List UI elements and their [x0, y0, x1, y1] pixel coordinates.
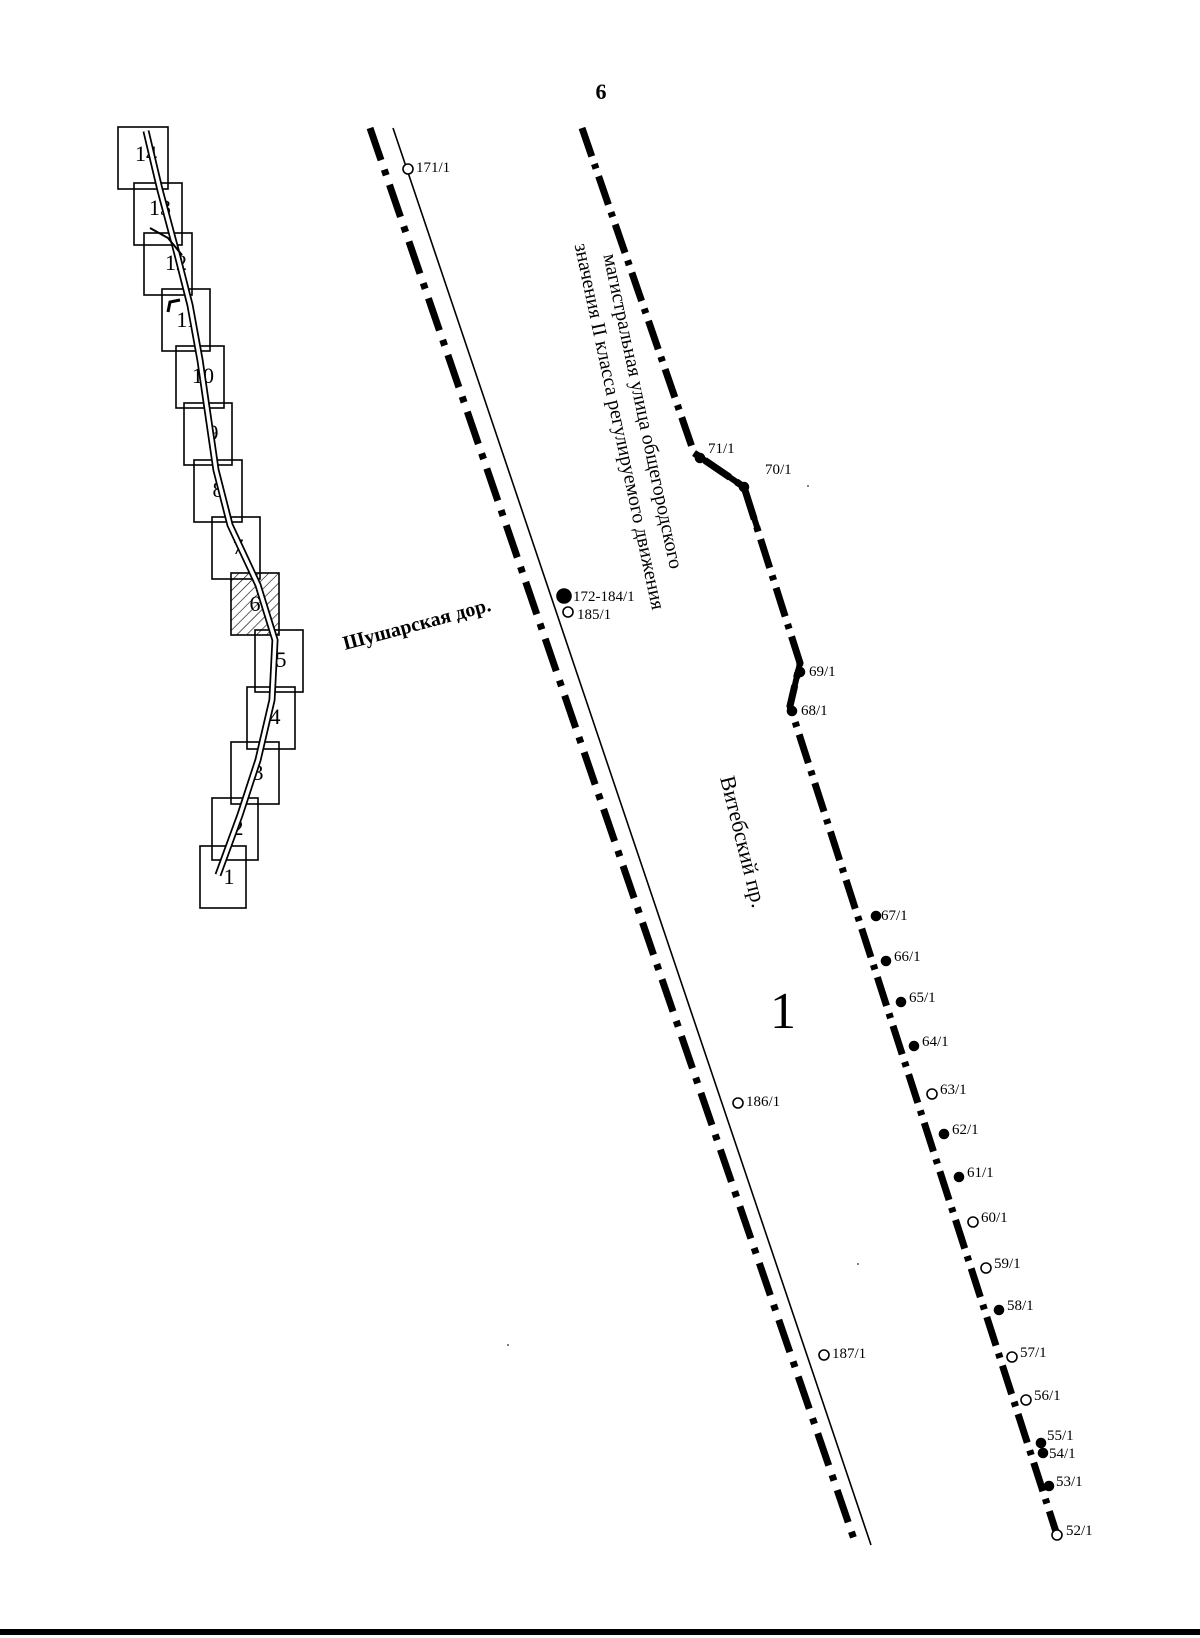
point-marker — [870, 910, 882, 922]
point-marker — [556, 588, 572, 604]
point-label: 65/1 — [909, 990, 936, 1006]
index-route-branch-2 — [166, 298, 181, 313]
scan-speck — [807, 485, 809, 487]
left-road — [366, 126, 872, 1547]
sheet-box-3 — [230, 741, 280, 805]
sheet-box-2 — [211, 797, 259, 861]
point-marker — [562, 606, 574, 618]
scan-speck — [857, 1263, 859, 1265]
sheet-number-4: 4 — [270, 704, 281, 729]
point-label: 70/1 — [765, 462, 792, 478]
vitebsky-boundary-solid-segment-2 — [787, 644, 804, 707]
point-label: 66/1 — [894, 949, 921, 965]
point-marker — [953, 1171, 965, 1183]
point-label: 61/1 — [967, 1165, 994, 1181]
point-marker — [1020, 1394, 1032, 1406]
sheet-number-1: 1 — [224, 864, 235, 889]
point-marker — [1037, 1447, 1049, 1459]
zone-label: 1 — [770, 983, 796, 1040]
scan-speck — [507, 1344, 509, 1346]
index-route-fill — [144, 130, 277, 876]
sheet-number-5: 5 — [276, 647, 287, 672]
vitebsky-prospect-label: Витебский пр. — [715, 773, 772, 910]
sheet-number-3: 3 — [253, 760, 264, 785]
point-label: 52/1 — [1066, 1523, 1093, 1539]
point-marker — [738, 481, 750, 493]
point-label: 69/1 — [809, 664, 836, 680]
point-label: 68/1 — [801, 703, 828, 719]
point-label: 62/1 — [952, 1122, 979, 1138]
point-marker — [1006, 1351, 1018, 1363]
point-marker — [818, 1349, 830, 1361]
point-marker — [1051, 1529, 1063, 1541]
point-marker — [908, 1040, 920, 1052]
index-route-branch — [149, 227, 183, 256]
left-road-thin-line — [392, 127, 872, 1546]
vitebsky-boundary-solid-segment — [692, 450, 761, 531]
point-marker — [1043, 1480, 1055, 1492]
vitebsky-boundary-points: 71/1 70/1 69/1 68/1 67/1 66/1 65/1 64/1 63/1 62/1… — [694, 441, 1093, 1541]
point-label: 55/1 — [1047, 1428, 1074, 1444]
point-label: 58/1 — [1007, 1298, 1034, 1314]
page-number: 6 — [596, 79, 607, 104]
point-marker — [694, 452, 706, 464]
point-label: 64/1 — [922, 1034, 949, 1050]
point-marker — [980, 1262, 992, 1274]
point-label: 172-184/1 — [573, 589, 635, 605]
shusharskaya-road-label: Шушарская дор. — [341, 594, 494, 655]
point-label: 53/1 — [1056, 1474, 1083, 1490]
point-marker — [926, 1088, 938, 1100]
point-marker — [402, 163, 414, 175]
point-marker — [967, 1216, 979, 1228]
point-marker — [1035, 1437, 1047, 1449]
point-marker — [786, 705, 798, 717]
point-marker — [938, 1128, 950, 1140]
point-marker — [895, 996, 907, 1008]
point-label: 54/1 — [1049, 1446, 1076, 1462]
point-label: 71/1 — [708, 441, 735, 457]
vitebsky-boundary-line — [578, 126, 1061, 1537]
point-label: 57/1 — [1020, 1345, 1047, 1361]
point-marker — [794, 666, 806, 678]
left-road-boundary-dashdot — [366, 126, 860, 1547]
point-marker — [732, 1097, 744, 1109]
page-bottom-rule — [0, 1629, 1200, 1635]
point-marker — [993, 1304, 1005, 1316]
point-label: 187/1 — [832, 1346, 866, 1362]
point-marker — [880, 955, 892, 967]
sheet-box-14 — [117, 126, 169, 190]
point-label: 185/1 — [577, 607, 611, 623]
point-label: 67/1 — [881, 908, 908, 924]
sheet-number-6: 6 — [250, 591, 261, 616]
point-label: 63/1 — [940, 1082, 967, 1098]
point-label: 60/1 — [981, 1210, 1008, 1226]
point-label: 59/1 — [994, 1256, 1021, 1272]
point-label: 186/1 — [746, 1094, 780, 1110]
point-label: 171/1 — [416, 160, 450, 176]
sheet-box-7 — [211, 516, 261, 580]
point-label: 56/1 — [1034, 1388, 1061, 1404]
sheet-box-1 — [199, 845, 247, 909]
